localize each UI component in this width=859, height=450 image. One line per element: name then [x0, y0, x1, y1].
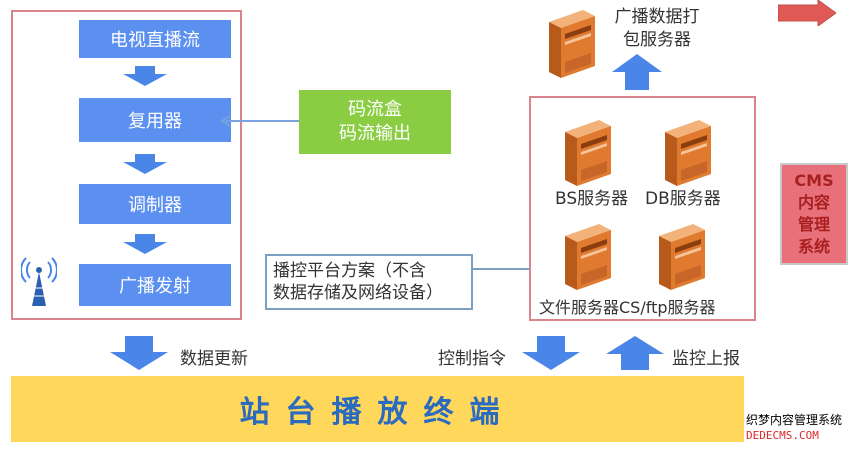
monitor-report-arrow-icon — [606, 336, 664, 370]
bitstream-box-line2: 码流输出 — [339, 123, 411, 144]
data-update-arrow-icon — [110, 336, 168, 370]
control-platform-note-line1: 播控平台方案（不含 — [273, 261, 426, 281]
packaging-server-label-line1: 广播数据打 — [614, 7, 700, 27]
packaging-server-label-line2: 包服务器 — [623, 30, 691, 50]
right-arrow-icon — [778, 0, 836, 26]
mux-input-arrow — [220, 115, 302, 127]
file-server-icon — [565, 224, 611, 290]
step-multiplexer: 复用器 — [79, 98, 231, 142]
cms-line-1: CMS — [794, 171, 834, 190]
bitstream-box: 码流盒 码流输出 — [299, 90, 451, 154]
watermark-line1: 织梦内容管理系统 — [746, 413, 843, 427]
control-command-label: 控制指令 — [438, 349, 506, 369]
bs-server-label: BS服务器 — [555, 189, 629, 209]
cms-line-2: 内容 — [797, 193, 830, 212]
down-arrow-icon — [123, 234, 167, 254]
data-update-label: 数据更新 — [180, 349, 248, 369]
station-terminal-bar: 站台播放终端 — [11, 376, 744, 442]
cms-system-box: CMS 内容 管理 系统 — [780, 163, 848, 265]
monitor-report-label: 监控上报 — [672, 349, 740, 369]
control-command-arrow-icon — [522, 336, 580, 370]
packaging-server-label: 广播数据打 包服务器 — [602, 6, 712, 52]
callout-connector-line — [472, 268, 530, 270]
step-modulator: 调制器 — [79, 184, 231, 224]
broadcast-chain-panel: 电视直播流 复用器 调制器 广播发射 — [11, 10, 242, 320]
server-cluster-panel: BS服务器 DB服务器 文件服务器CS/ftp服务器 — [529, 96, 756, 321]
control-platform-note: 播控平台方案（不含 数据存储及网络设备） — [265, 254, 473, 310]
down-arrow-icon — [123, 66, 167, 86]
packaging-server-icon — [549, 10, 595, 78]
down-arrow-icon — [123, 154, 167, 174]
bitstream-box-line1: 码流盒 — [348, 99, 402, 120]
ftp-server-icon — [659, 224, 705, 290]
up-arrow-icon — [612, 54, 662, 90]
db-server-icon — [665, 120, 711, 186]
file-ftp-server-label: 文件服务器CS/ftp服务器 — [539, 298, 716, 317]
cms-line-4: 系统 — [797, 237, 830, 256]
cms-line-3: 管理 — [797, 215, 830, 234]
bs-server-icon — [565, 120, 611, 186]
db-server-label: DB服务器 — [645, 189, 721, 209]
watermark: 织梦内容管理系统 DEDECMS.COM — [746, 413, 858, 447]
antenna-icon — [21, 257, 57, 306]
control-platform-note-line2: 数据存储及网络设备） — [273, 283, 443, 303]
step-broadcast-transmit: 广播发射 — [79, 264, 231, 306]
step-live-tv-stream: 电视直播流 — [79, 20, 231, 58]
watermark-line2: DEDECMS.COM — [746, 429, 819, 442]
